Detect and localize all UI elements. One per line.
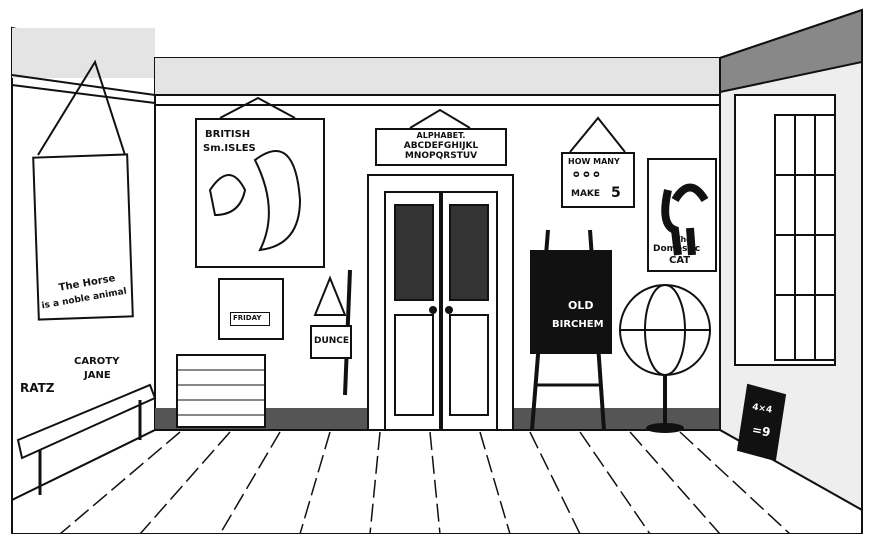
blackboard: OLD BIRCHEM — [530, 250, 612, 354]
how-many-board: HOW MANY ᴑ ᴑ ᴑ MAKE 5 — [561, 152, 635, 208]
graffiti-ratz: RATZ — [20, 381, 55, 395]
sum-answer: 5 — [611, 185, 621, 201]
map-title-2: Sm.ISLES — [203, 143, 256, 154]
abacus — [176, 354, 266, 428]
slate-line-2: =9 — [750, 422, 772, 440]
calendar-day: FRIDAY — [233, 314, 262, 322]
floor — [11, 429, 863, 534]
graffiti-jane: JANE — [84, 370, 111, 381]
dunce-hat — [313, 275, 347, 316]
horse-poster: The Horse is a noble animal — [32, 153, 134, 321]
cat-caption-2: Domestic — [653, 244, 701, 254]
dunce-label: DUNCE — [314, 336, 350, 346]
dunce-sign: DUNCE — [310, 325, 352, 359]
british-isles-map: BRITISH Sm.ISLES — [195, 118, 325, 268]
alphabet-row-2: MNOPQRSTUV — [404, 151, 478, 161]
alphabet-title: ALPHABET. — [416, 131, 466, 140]
bench — [16, 383, 157, 460]
horse-caption-2: is a noble animal — [40, 286, 128, 312]
graffiti-caroty: CAROTY — [74, 356, 120, 367]
map-title-1: BRITISH — [205, 129, 251, 140]
sum-line-3: MAKE — [571, 189, 601, 199]
cat-caption-1: The — [675, 235, 692, 244]
beans-icon: ᴑ ᴑ ᴑ — [573, 169, 600, 180]
cat-caption-3: CAT — [669, 255, 691, 266]
blackboard-line-1: OLD — [568, 299, 594, 312]
calendar: FRIDAY — [218, 278, 284, 340]
slate-board — [736, 383, 787, 462]
sum-line-1: HOW MANY — [568, 157, 620, 166]
alphabet-row-1: ABCDEFGHIJKL — [403, 141, 479, 151]
domestic-cat-poster: The Domestic CAT — [647, 158, 717, 272]
alphabet-board: ALPHABET. ABCDEFGHIJKL MNOPQRSTUV — [375, 128, 507, 166]
blackboard-line-2: BIRCHEM — [552, 319, 604, 330]
